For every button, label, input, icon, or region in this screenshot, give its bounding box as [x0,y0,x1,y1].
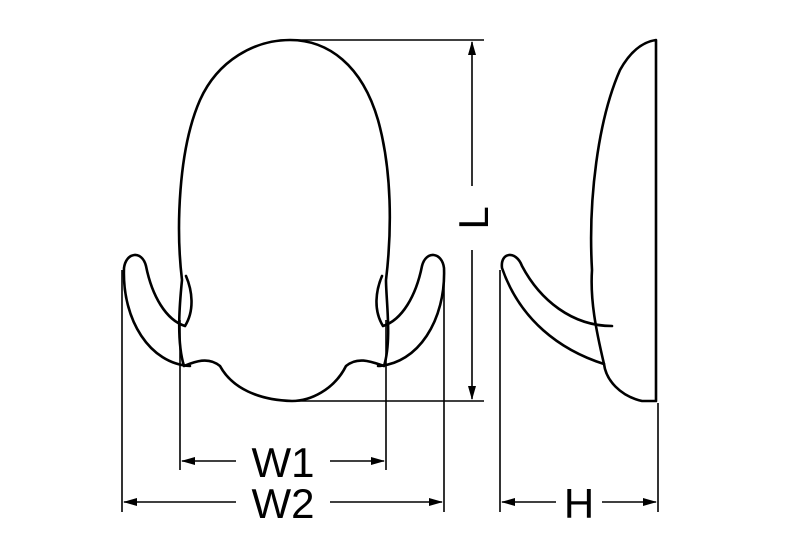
side-view [500,38,658,403]
front-view-left-hook [122,253,193,368]
side-view-hook [500,253,614,366]
outer-width-label: W2 [252,480,315,527]
side-view-body [589,38,658,403]
inner-width-label: W1 [252,439,315,486]
front-view [122,38,446,403]
front-view-right-hook [375,253,446,368]
dimension-lines: L W1 W2 H [121,39,659,527]
front-view-body [177,38,392,403]
height-label: H [564,480,594,527]
length-label: L [450,206,497,229]
